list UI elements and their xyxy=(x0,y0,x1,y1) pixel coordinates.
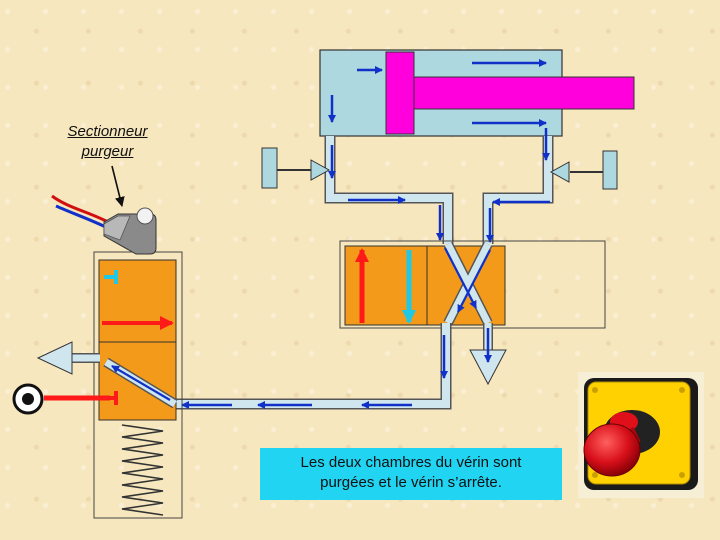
return-flow-arrows xyxy=(181,335,448,409)
sectionneur-label: Sectionneur purgeur xyxy=(50,122,165,162)
control-exhaust-icon xyxy=(36,341,73,375)
exhaust xyxy=(469,323,507,386)
emergency-stop-button xyxy=(578,372,704,498)
pipe-return xyxy=(175,323,452,410)
sectionneur-label-line1: Sectionneur xyxy=(67,123,148,140)
control-valve xyxy=(12,251,183,519)
caption-box: Les deux chambres du vérin sont purgées … xyxy=(260,448,562,500)
cylinder xyxy=(319,49,635,137)
main-valve-frame xyxy=(339,240,606,329)
estop-button-cap xyxy=(583,423,641,477)
sectionneur-pointer xyxy=(111,165,125,207)
piston-rod xyxy=(413,76,635,110)
control-valve-block-top xyxy=(98,259,177,343)
pipes-upper xyxy=(324,136,554,244)
main-valve-block-left xyxy=(344,245,428,326)
pipe-flow-arrows xyxy=(328,128,550,243)
solenoid-connector xyxy=(51,194,157,255)
caption-line2: purgées et le vérin s’arrête. xyxy=(320,474,502,491)
flow-control-right xyxy=(549,150,618,190)
spring xyxy=(121,424,164,516)
main-valve xyxy=(339,240,606,329)
piston xyxy=(385,51,415,135)
flow-control-left xyxy=(261,147,331,189)
sectionneur-label-line2: purgeur xyxy=(81,143,134,160)
caption-line1: Les deux chambres du vérin sont xyxy=(300,454,522,471)
